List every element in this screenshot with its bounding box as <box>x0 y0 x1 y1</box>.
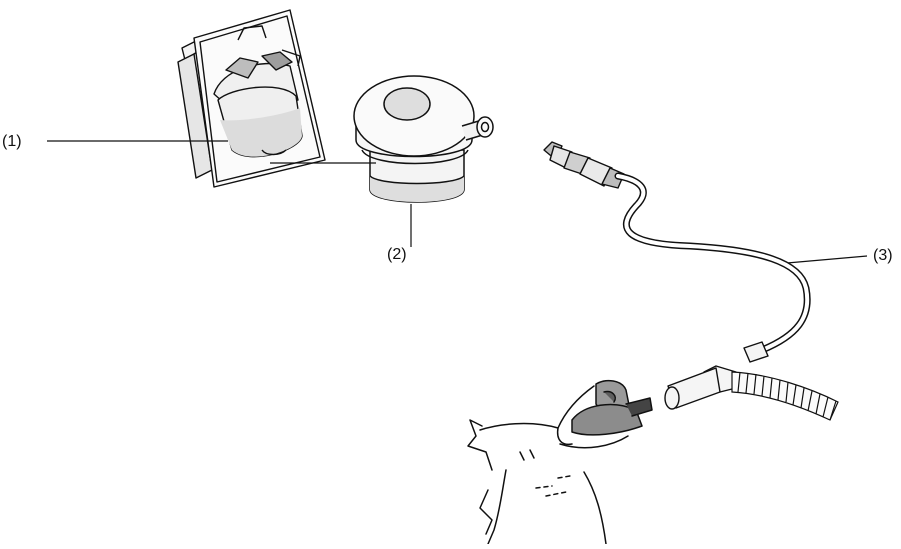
leader-line-3 <box>787 256 867 263</box>
breathing-tube-icon <box>732 372 838 420</box>
callout-label-3: (3) <box>873 248 893 264</box>
water-trap-icon <box>354 76 493 202</box>
callout-label-2: (2) <box>387 247 407 263</box>
callout-label-1: (1) <box>2 134 22 150</box>
cat-patient-icon <box>468 381 652 544</box>
sampling-line-icon <box>544 142 807 362</box>
module-slot-icon <box>178 10 325 187</box>
t-adapter-icon <box>665 366 736 409</box>
